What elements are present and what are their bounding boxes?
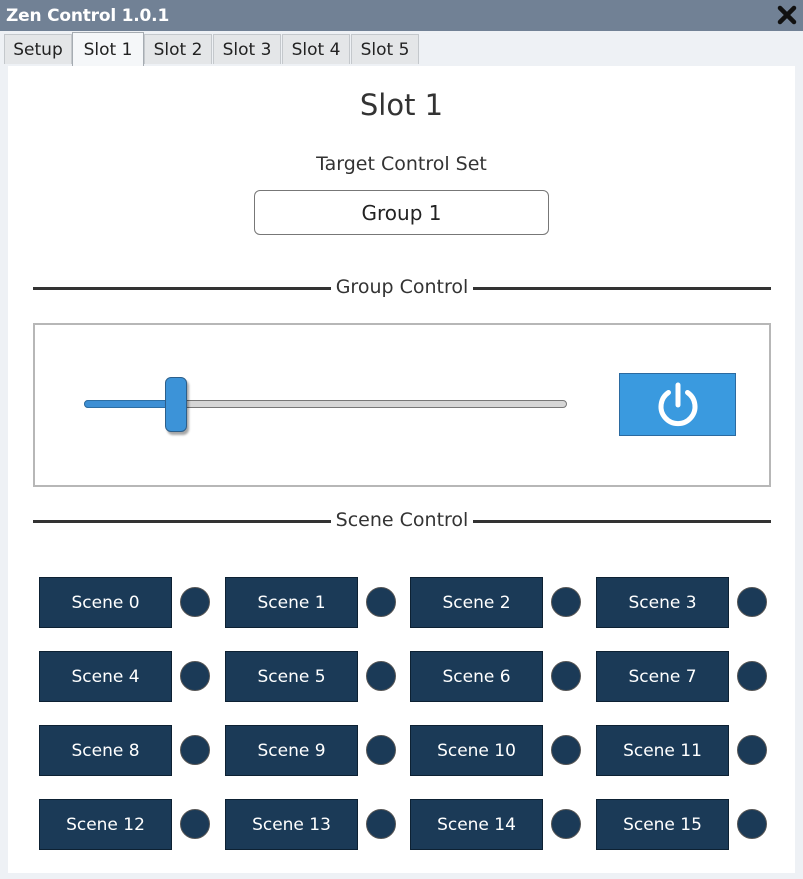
- scene-indicator: [366, 809, 396, 839]
- scene-control-heading: Scene Control: [330, 509, 474, 531]
- scene-indicator: [180, 661, 210, 691]
- title-bar: Zen Control 1.0.1: [0, 0, 803, 31]
- scene-indicator: [551, 809, 581, 839]
- scene-button[interactable]: Scene 5: [225, 651, 358, 702]
- scene-button[interactable]: Scene 0: [39, 577, 172, 628]
- tab-slot-5[interactable]: Slot 5: [351, 34, 419, 64]
- scene-indicator: [551, 661, 581, 691]
- scene-control-divider: Scene Control: [33, 509, 771, 532]
- scene-button[interactable]: Scene 9: [225, 725, 358, 776]
- scene-indicator: [180, 735, 210, 765]
- scene-indicator: [366, 661, 396, 691]
- scene-indicator: [366, 735, 396, 765]
- scene-indicator: [180, 587, 210, 617]
- close-icon[interactable]: [776, 4, 798, 26]
- tab-slot-1[interactable]: Slot 1: [72, 32, 144, 66]
- window-title: Zen Control 1.0.1: [6, 6, 170, 26]
- scene-indicator: [737, 809, 767, 839]
- level-slider-thumb[interactable]: [164, 377, 187, 432]
- scene-indicator: [366, 587, 396, 617]
- scene-indicator: [737, 735, 767, 765]
- scene-indicator: [551, 735, 581, 765]
- scene-button[interactable]: Scene 12: [39, 799, 172, 850]
- scene-indicator: [737, 661, 767, 691]
- slot-title: Slot 1: [359, 88, 444, 122]
- level-slider-fill: [84, 400, 176, 408]
- tab-setup[interactable]: Setup: [4, 34, 72, 64]
- scene-button[interactable]: Scene 1: [225, 577, 358, 628]
- tab-strip: Setup Slot 1 Slot 2 Slot 3 Slot 4 Slot 5: [0, 31, 803, 66]
- scene-button[interactable]: Scene 3: [596, 577, 729, 628]
- scene-button[interactable]: Scene 13: [225, 799, 358, 850]
- scene-indicator: [180, 809, 210, 839]
- scene-button[interactable]: Scene 4: [39, 651, 172, 702]
- scene-button[interactable]: Scene 15: [596, 799, 729, 850]
- scene-button[interactable]: Scene 7: [596, 651, 729, 702]
- tab-slot-4[interactable]: Slot 4: [282, 34, 350, 64]
- scene-indicator: [737, 587, 767, 617]
- target-control-set-label: Target Control Set: [316, 153, 487, 175]
- scene-button[interactable]: Scene 2: [410, 577, 543, 628]
- scene-indicator: [551, 587, 581, 617]
- scene-button[interactable]: Scene 11: [596, 725, 729, 776]
- scene-button[interactable]: Scene 8: [39, 725, 172, 776]
- group-control-heading: Group Control: [330, 276, 474, 298]
- target-control-set-input[interactable]: [254, 190, 549, 235]
- tab-slot-2[interactable]: Slot 2: [144, 34, 212, 64]
- group-control-divider: Group Control: [33, 276, 771, 299]
- tab-slot-3[interactable]: Slot 3: [213, 34, 281, 64]
- scene-button[interactable]: Scene 10: [410, 725, 543, 776]
- power-button[interactable]: [619, 373, 736, 436]
- power-icon: [658, 382, 697, 426]
- scene-button[interactable]: Scene 14: [410, 799, 543, 850]
- scene-button[interactable]: Scene 6: [410, 651, 543, 702]
